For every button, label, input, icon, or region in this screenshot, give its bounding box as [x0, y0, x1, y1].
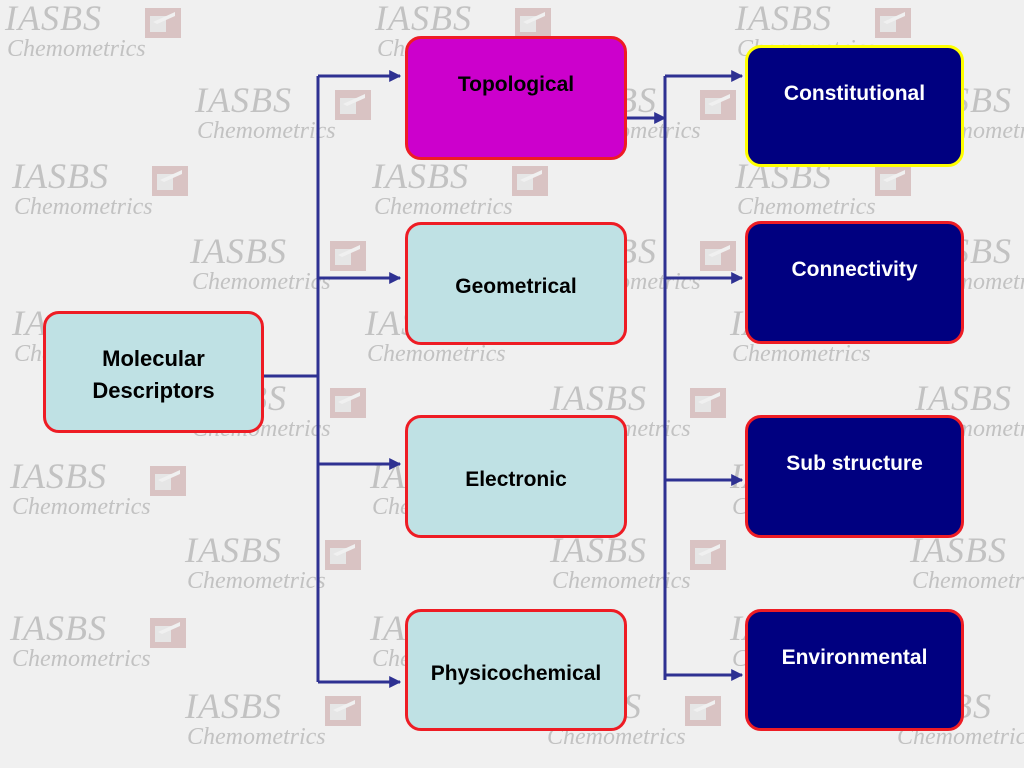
connectivity-box: Connectivity [745, 221, 964, 344]
watermark-logo-icon [150, 618, 186, 648]
watermark-logo-icon [330, 388, 366, 418]
watermark-logo-icon [325, 696, 361, 726]
watermark-logo-icon [152, 166, 188, 196]
geometrical-box: Geometrical [405, 222, 627, 345]
watermark-logo-icon [700, 241, 736, 271]
environmental-label: Environmental [781, 646, 928, 669]
watermark-logo-icon [325, 540, 361, 570]
watermark-logo-icon [685, 696, 721, 726]
sub-structure-label: Sub structure [786, 452, 923, 475]
topological-label: Topological [457, 73, 575, 96]
geometrical-label: Geometrical [455, 275, 577, 298]
molecular-descriptors-line1: Molecular [102, 346, 205, 371]
molecular-descriptors-box: Molecular Descriptors [43, 311, 264, 433]
sub-structure-box: Sub structure [745, 415, 964, 538]
constitutional-label: Constitutional [783, 82, 926, 105]
watermark-logo-icon [145, 8, 181, 38]
connectivity-label: Connectivity [791, 258, 918, 281]
environmental-box: Environmental [745, 609, 964, 731]
molecular-descriptors-line2: Descriptors [92, 378, 215, 403]
physicochemical-box: Physicochemical [405, 609, 627, 731]
watermark-logo-icon [512, 166, 548, 196]
watermark-logo-icon [515, 8, 551, 38]
watermark-logo-icon [690, 540, 726, 570]
physicochemical-label: Physicochemical [430, 662, 602, 685]
electronic-label: Electronic [465, 468, 567, 491]
watermark-logo-icon [700, 90, 736, 120]
watermark-logo-icon [330, 241, 366, 271]
watermark-logo-icon [690, 388, 726, 418]
watermark-logo-icon [875, 8, 911, 38]
watermark-logo-icon [335, 90, 371, 120]
watermark-logo-icon [875, 166, 911, 196]
electronic-box: Electronic [405, 415, 627, 538]
topological-box: Topological [405, 36, 627, 160]
constitutional-box: Constitutional [745, 45, 964, 167]
watermark-logo-icon [150, 466, 186, 496]
